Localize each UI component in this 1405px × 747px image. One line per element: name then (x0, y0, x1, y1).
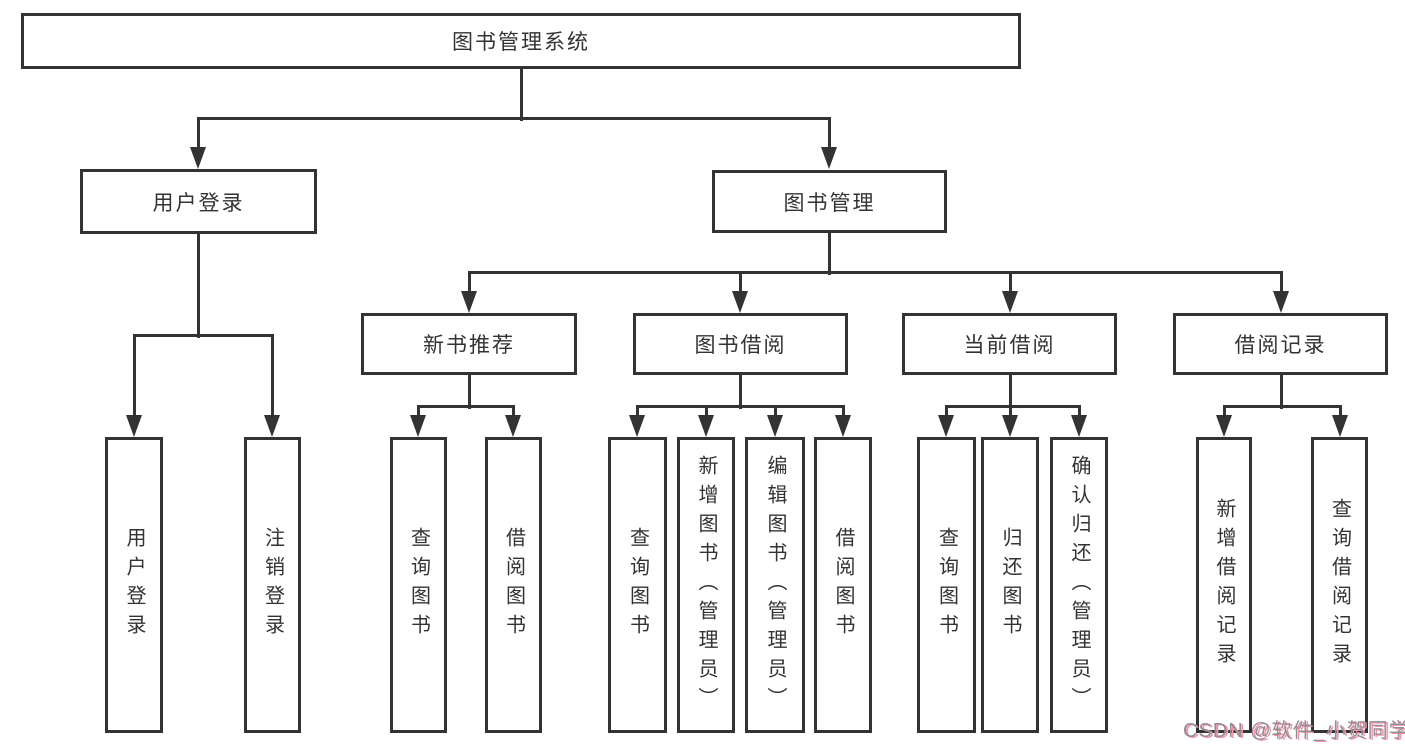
node-label-borrow-book-borrow: 借阅图书 (832, 527, 854, 643)
node-label-query-borrow-record: 查询借阅记录 (1328, 498, 1351, 672)
connector-drop-new-book-rec-fork-1 (511, 406, 515, 419)
arrowhead-current-borrow-fork-1 (1002, 415, 1018, 437)
node-user-login: 用户登录 (80, 169, 317, 234)
node-label-new-book-rec: 新书推荐 (423, 334, 515, 357)
connector-drop-current-borrow-fork-0 (944, 406, 948, 419)
node-current-borrow: 当前借阅 (902, 313, 1117, 375)
connector-drop-book-borrow-fork-3 (841, 406, 845, 419)
node-edit-book-admin: 编辑图书（管理员） (745, 437, 805, 733)
node-label-query-book-rec: 查询图书 (407, 527, 430, 643)
connector-drop-borrow-record-fork-0 (1222, 406, 1226, 419)
connector-drop-current-borrow-fork-2 (1077, 406, 1081, 419)
arrowhead-book-borrow-fork-0 (629, 415, 645, 437)
node-logout-leaf: 注销登录 (244, 437, 301, 733)
connector-bar-borrow-record-fork (1222, 404, 1342, 408)
connector-drop-book-mgmt-fork-2 (1008, 272, 1012, 295)
node-label-return-book: 归还图书 (999, 527, 1021, 643)
node-borrow-book-rec: 借阅图书 (485, 437, 542, 733)
arrowhead-book-borrow-fork-3 (835, 415, 851, 437)
arrowhead-borrow-record-fork-0 (1216, 415, 1232, 437)
connector-stem-new-book-rec-fork (467, 375, 471, 409)
node-label-root: 图书管理系统 (452, 31, 590, 54)
node-user-login-leaf: 用户登录 (105, 437, 163, 733)
node-label-user-login-leaf: 用户登录 (123, 527, 145, 643)
connector-drop-user-login-fork-1 (270, 335, 274, 419)
arrowhead-user-login-fork-0 (126, 415, 142, 437)
arrowhead-root-fork-0 (190, 147, 206, 169)
connector-bar-user-login-fork (132, 333, 274, 337)
node-confirm-return-admin: 确认归还（管理员） (1050, 437, 1108, 733)
node-new-book-rec: 新书推荐 (361, 313, 577, 375)
connector-drop-book-mgmt-fork-3 (1279, 272, 1283, 295)
arrowhead-book-borrow-fork-2 (767, 415, 783, 437)
node-return-book: 归还图书 (981, 437, 1039, 733)
node-label-user-login: 用户登录 (152, 191, 245, 215)
node-label-add-borrow-record: 新增借阅记录 (1213, 498, 1235, 672)
csdn-watermark: CSDN @软件_小贺同学 (1183, 720, 1405, 742)
node-borrow-record: 借阅记录 (1173, 313, 1388, 375)
connector-stem-book-mgmt-fork (827, 233, 831, 275)
arrowhead-user-login-fork-1 (264, 415, 280, 437)
connector-drop-current-borrow-fork-1 (1008, 406, 1012, 419)
connector-drop-book-borrow-fork-2 (773, 406, 777, 419)
node-label-book-borrow: 图书借阅 (694, 334, 787, 357)
connector-drop-root-fork-0 (196, 118, 200, 151)
connector-bar-new-book-rec-fork (416, 404, 515, 408)
node-query-book-rec: 查询图书 (390, 437, 447, 733)
connector-stem-current-borrow-fork (1008, 375, 1012, 409)
connector-drop-book-borrow-fork-0 (635, 406, 639, 419)
node-label-edit-book-admin: 编辑图书（管理员） (764, 454, 786, 716)
node-label-query-book-borrow: 查询图书 (626, 527, 649, 643)
node-root: 图书管理系统 (21, 13, 1021, 69)
node-label-confirm-return-admin: 确认归还（管理员） (1068, 454, 1090, 716)
connector-bar-book-borrow-fork (635, 404, 845, 408)
connector-drop-book-mgmt-fork-1 (738, 272, 742, 295)
arrowhead-root-fork-1 (821, 147, 837, 169)
connector-bar-book-mgmt-fork (467, 270, 1283, 274)
connector-stem-borrow-record-fork (1279, 375, 1283, 409)
connector-bar-root-fork (196, 116, 831, 120)
node-label-query-book-current: 查询图书 (935, 527, 958, 643)
arrowhead-new-book-rec-fork-0 (410, 415, 426, 437)
arrowhead-book-mgmt-fork-2 (1002, 291, 1018, 313)
arrowhead-borrow-record-fork-1 (1332, 415, 1348, 437)
arrowhead-new-book-rec-fork-1 (505, 415, 521, 437)
connector-bar-current-borrow-fork (944, 404, 1081, 408)
node-add-borrow-record: 新增借阅记录 (1196, 437, 1252, 733)
node-label-add-book-admin: 新增图书（管理员） (695, 454, 717, 716)
node-query-borrow-record: 查询借阅记录 (1311, 437, 1368, 733)
node-book-mgmt: 图书管理 (712, 170, 947, 233)
arrowhead-current-borrow-fork-0 (938, 415, 954, 437)
node-query-book-current: 查询图书 (917, 437, 976, 733)
arrowhead-current-borrow-fork-2 (1071, 415, 1087, 437)
arrowhead-book-borrow-fork-1 (698, 415, 714, 437)
node-label-current-borrow: 当前借阅 (963, 334, 1056, 357)
node-add-book-admin: 新增图书（管理员） (677, 437, 735, 733)
node-label-logout-leaf: 注销登录 (261, 527, 284, 643)
arrowhead-book-mgmt-fork-1 (732, 291, 748, 313)
connector-stem-user-login-fork (196, 234, 200, 338)
connector-drop-book-mgmt-fork-0 (467, 272, 471, 295)
node-label-borrow-book-rec: 借阅图书 (502, 527, 525, 643)
connector-stem-root-fork (519, 69, 523, 121)
node-query-book-borrow: 查询图书 (608, 437, 667, 733)
arrowhead-book-mgmt-fork-3 (1273, 291, 1289, 313)
node-borrow-book-borrow: 借阅图书 (814, 437, 872, 733)
node-book-borrow: 图书借阅 (633, 313, 848, 375)
connector-drop-book-borrow-fork-1 (704, 406, 708, 419)
connector-drop-user-login-fork-0 (132, 335, 136, 419)
connector-stem-book-borrow-fork (738, 375, 742, 409)
node-label-borrow-record: 借阅记录 (1234, 334, 1327, 357)
node-label-book-mgmt: 图书管理 (783, 191, 876, 215)
arrowhead-book-mgmt-fork-0 (461, 291, 477, 313)
connector-drop-new-book-rec-fork-0 (416, 406, 420, 419)
connector-drop-root-fork-1 (827, 118, 831, 151)
connector-drop-borrow-record-fork-1 (1338, 406, 1342, 419)
